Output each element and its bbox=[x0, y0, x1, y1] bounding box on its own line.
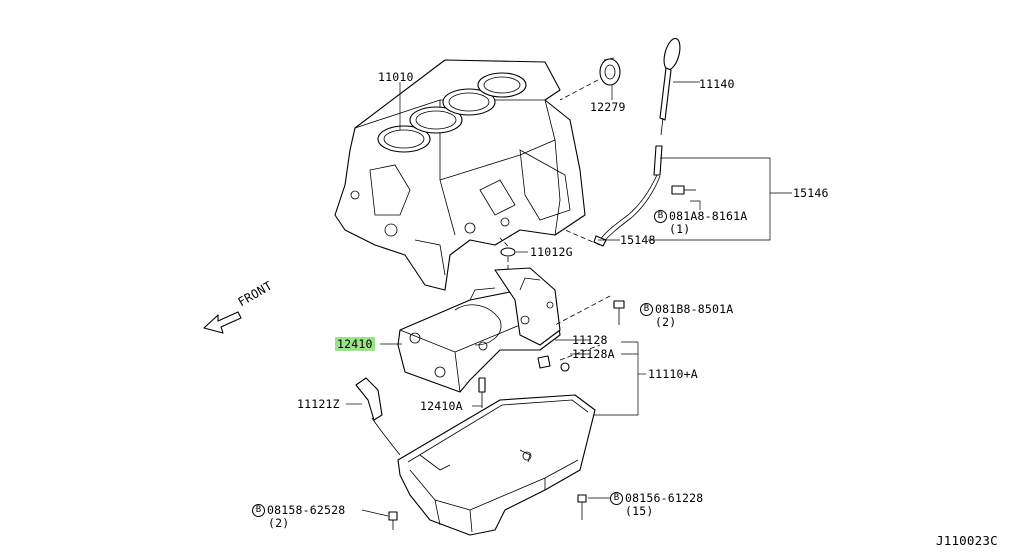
label-11010[interactable]: 11010 bbox=[378, 70, 414, 84]
part-081a8-8161a: 081A8-8161A bbox=[669, 209, 748, 223]
qty-081a8: (1) bbox=[669, 222, 691, 236]
part-081b8-8501a: 081B8-8501A bbox=[655, 302, 734, 316]
label-11140[interactable]: 11140 bbox=[699, 77, 735, 91]
circle-b-icon: B bbox=[252, 504, 265, 517]
oil-gauge-guide[interactable] bbox=[593, 145, 663, 247]
label-15148[interactable]: 15148 bbox=[620, 233, 656, 247]
circle-b-icon: B bbox=[640, 303, 653, 316]
circle-b-icon: B bbox=[610, 492, 623, 505]
label-11012g[interactable]: 11012G bbox=[530, 245, 573, 259]
oil-seal[interactable] bbox=[599, 57, 621, 86]
label-15146[interactable]: 15146 bbox=[793, 186, 829, 200]
label-12279[interactable]: 12279 bbox=[590, 100, 626, 114]
main-bearing-beam[interactable] bbox=[397, 267, 561, 393]
o-ring[interactable] bbox=[500, 247, 516, 257]
label-12410a[interactable]: 12410A bbox=[420, 399, 463, 413]
front-arrow bbox=[203, 311, 242, 334]
label-12410[interactable]: 12410 bbox=[335, 337, 375, 351]
part-08156-61228: 08156-61228 bbox=[625, 491, 704, 505]
label-11121z[interactable]: 11121Z bbox=[297, 397, 340, 411]
qty-08156: (15) bbox=[625, 504, 654, 518]
oil-pan[interactable] bbox=[397, 394, 596, 536]
label-11128a[interactable]: 11128A bbox=[572, 347, 615, 361]
bolt-08158[interactable] bbox=[388, 511, 398, 530]
bolt-081b8[interactable] bbox=[613, 300, 625, 325]
qty-081b8: (2) bbox=[655, 315, 677, 329]
highlighted-part-12410: 12410 bbox=[335, 337, 375, 351]
part-08158-62528: 08158-62528 bbox=[267, 503, 346, 517]
bolt-12410a[interactable] bbox=[478, 377, 486, 408]
qty-08158: (2) bbox=[268, 516, 290, 530]
label-11128[interactable]: 11128 bbox=[572, 333, 608, 347]
drain-plug[interactable] bbox=[537, 355, 570, 372]
bolt-08156[interactable] bbox=[577, 494, 587, 520]
label-11110a[interactable]: 11110+A bbox=[648, 367, 698, 381]
diagram-id: J110023C bbox=[936, 533, 998, 548]
cylinder-block[interactable] bbox=[334, 59, 586, 291]
circle-b-icon: B bbox=[654, 210, 667, 223]
guide-bolt[interactable] bbox=[671, 185, 696, 195]
oil-level-gauge[interactable] bbox=[659, 37, 683, 136]
oil-strainer[interactable] bbox=[355, 377, 401, 456]
